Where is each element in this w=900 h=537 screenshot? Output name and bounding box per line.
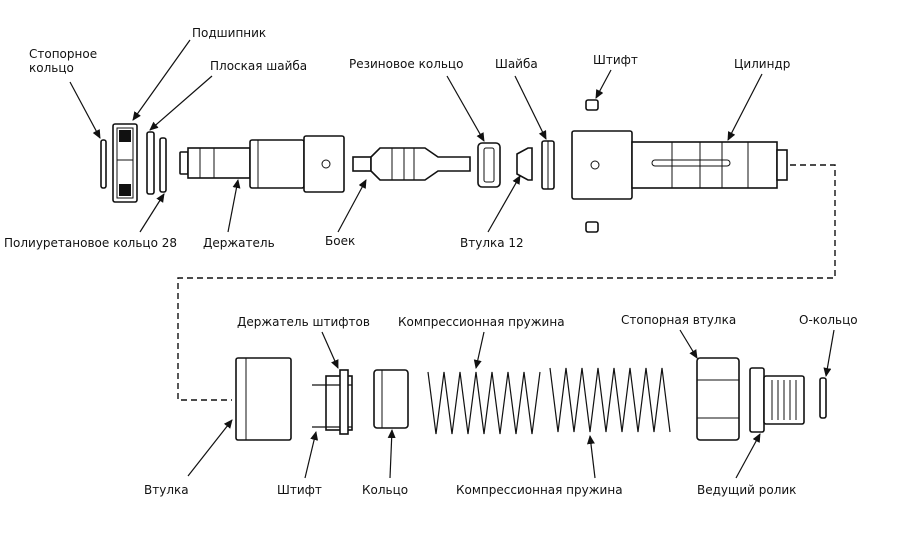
label-retaining-ring-line2: кольцо [29,61,74,75]
bushing-12-part [516,147,533,181]
label-o-ring: О-кольцо [799,313,858,327]
label-compression-spring-top: Компрессионная пружина [398,315,565,329]
cylinder-part [571,130,788,200]
pin-holder-part [312,369,353,435]
holder-part [179,135,345,193]
retaining-sleeve-part [696,357,740,441]
drive-roller-part [749,367,805,433]
washer-part [541,140,555,190]
retaining-ring-part [100,139,107,189]
label-polyurethane-ring: Полиуретановое кольцо 28 [4,236,177,250]
label-compression-spring-bottom: Компрессионная пружина [456,483,623,497]
label-pin-bottom: Штифт [277,483,322,497]
label-rubber-ring: Резиновое кольцо [349,57,463,71]
o-ring-part [819,377,827,419]
flat-washer-part [146,131,155,195]
assembly-path-line [177,164,836,401]
compression-spring-1-part [427,371,541,435]
label-holder: Держатель [203,236,275,250]
label-cylinder: Цилиндр [734,57,790,71]
leader-lines [69,39,835,479]
label-retaining-sleeve: Стопорная втулка [621,313,736,327]
labels: Стопорное кольцо Подшипник Плоская шайба… [4,26,858,497]
label-pin-holder: Держатель штифтов [237,315,370,329]
label-striker: Боек [325,234,355,248]
compression-spring-2-part [549,367,671,433]
label-bushing-12: Втулка 12 [460,236,524,250]
label-bearing: Подшипник [192,26,266,40]
polyurethane-ring-part [159,137,167,193]
bearing-part [112,123,138,203]
label-sleeve: Втулка [144,483,189,497]
pin-top-part [585,99,599,233]
label-ring: Кольцо [362,483,408,497]
ring-part [373,369,409,429]
rubber-ring-part [477,142,501,188]
label-pin-top: Штифт [593,53,638,67]
sleeve-part [235,357,292,441]
label-retaining-ring-line1: Стопорное [29,47,97,61]
label-flat-washer: Плоская шайба [210,59,307,73]
striker-part [352,147,471,181]
label-washer: Шайба [495,57,538,71]
label-drive-roller: Ведущий ролик [697,483,796,497]
